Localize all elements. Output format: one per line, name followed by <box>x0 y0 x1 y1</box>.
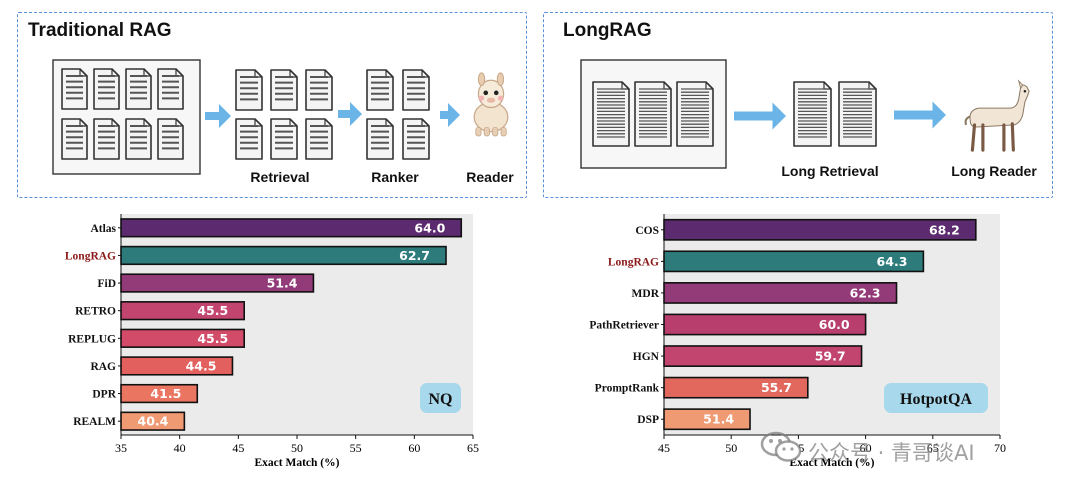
category-label: REPLUG <box>68 333 116 345</box>
arrow-icon <box>734 102 786 130</box>
x-tick-label: 40 <box>174 441 186 455</box>
bar-value-label: 40.4 <box>138 414 169 429</box>
arrow-icon <box>440 103 460 127</box>
category-label: RETRO <box>75 306 116 318</box>
x-tick-label: 50 <box>725 441 737 455</box>
document-icon <box>235 69 263 111</box>
document-icon <box>157 118 184 160</box>
x-tick-label: 35 <box>115 441 127 455</box>
category-label: LongRAG <box>65 250 116 262</box>
dataset-badge <box>884 383 988 413</box>
document-icon <box>676 81 714 147</box>
llama-reader-icon <box>964 79 1030 152</box>
document-icon <box>592 81 630 147</box>
document-icon <box>366 118 394 160</box>
x-tick-label: 60 <box>408 441 420 455</box>
watermark-text: 公众号 · 青哥谈AI <box>808 441 975 465</box>
arrow-icon <box>894 101 946 129</box>
ranker-label: Ranker <box>371 169 419 185</box>
document-icon <box>838 81 877 147</box>
traditional-rag-panel <box>17 12 527 198</box>
hotpotqa-chart: 68.2 COS 64.3 LongRAG 62.3 MDR 60.0 PathRetriev… <box>589 214 1006 469</box>
document-icon <box>93 118 120 160</box>
x-tick-label: 45 <box>658 441 670 455</box>
document-icon <box>93 68 120 110</box>
bar-value-label: 62.7 <box>399 248 430 263</box>
document-icon <box>402 118 430 160</box>
x-tick-label: 70 <box>994 441 1006 455</box>
category-label: REALM <box>73 416 116 428</box>
dataset-badge-label: NQ <box>429 391 453 408</box>
category-label: DSP <box>637 414 659 426</box>
category-label: PathRetriever <box>589 320 659 332</box>
bar-value-label: 59.7 <box>815 349 846 364</box>
dataset-badge-label: HotpotQA <box>900 391 972 408</box>
bar-value-label: 44.5 <box>186 358 217 373</box>
longrag-pipeline <box>580 59 1030 169</box>
category-label: Atlas <box>90 223 116 235</box>
reader-label: Reader <box>466 169 514 185</box>
x-tick-label: 60 <box>860 441 872 455</box>
x-tick-label: 65 <box>927 441 939 455</box>
category-label: RAG <box>90 361 116 373</box>
category-label: LongRAG <box>608 256 659 268</box>
category-label: HGN <box>633 351 660 363</box>
dataset-badge <box>420 383 461 413</box>
alpaca-reader-icon <box>473 72 509 137</box>
retrieval-label: Retrieval <box>250 169 310 185</box>
category-label: DPR <box>92 389 116 401</box>
bar-value-label: 60.0 <box>819 317 850 332</box>
bar-value-label: 62.3 <box>850 285 881 300</box>
bar-value-label: 51.4 <box>703 412 734 427</box>
document-icon <box>61 118 88 160</box>
bar-value-label: 64.0 <box>414 220 445 235</box>
arrow-icon <box>205 104 231 128</box>
arrow-icon <box>338 102 362 126</box>
bar-value-label: 68.2 <box>929 222 960 237</box>
traditional-rag-pipeline <box>52 59 509 175</box>
nq-chart: 64.0 Atlas 62.7 LongRAG 51.4 FiD 45.5 RETRO 45.5… <box>65 214 479 469</box>
document-icon <box>157 68 184 110</box>
wechat-icon <box>760 431 802 462</box>
bar-longrag <box>120 245 447 266</box>
document-icon <box>270 69 298 111</box>
document-icon <box>61 68 88 110</box>
category-label: FiD <box>97 278 116 290</box>
document-icon <box>235 118 263 160</box>
document-icon <box>125 68 152 110</box>
document-icon <box>634 81 672 147</box>
bar-value-label: 45.5 <box>197 303 228 318</box>
longrag-panel <box>543 12 1053 198</box>
x-tick-label: 65 <box>467 441 479 455</box>
traditional-rag-title: Traditional RAG <box>28 20 172 41</box>
category-label: COS <box>635 225 659 237</box>
longrag-title: LongRAG <box>563 20 652 41</box>
document-icon <box>793 81 832 147</box>
x-tick-label: 50 <box>291 441 303 455</box>
bar-value-label: 41.5 <box>150 386 181 401</box>
document-icon <box>402 69 430 111</box>
long-reader-label: Long Reader <box>951 163 1037 179</box>
document-icon <box>305 69 333 111</box>
x-tick-label: 55 <box>350 441 362 455</box>
x-axis-label: Exact Match (%) <box>255 457 340 469</box>
long-retrieval-label: Long Retrieval <box>781 163 879 179</box>
document-icon <box>125 118 152 160</box>
x-axis-label: Exact Match (%) <box>790 457 875 469</box>
bar-value-label: 64.3 <box>877 254 908 269</box>
document-icon <box>305 118 333 160</box>
x-tick-label: 45 <box>232 441 244 455</box>
bar-atlas <box>120 218 463 238</box>
bar-value-label: 51.4 <box>267 276 298 291</box>
bar-value-label: 55.7 <box>761 380 792 395</box>
document-icon <box>366 69 394 111</box>
category-label: PromptRank <box>595 383 660 395</box>
bar-value-label: 45.5 <box>197 331 228 346</box>
document-icon <box>270 118 298 160</box>
category-label: MDR <box>632 288 660 300</box>
